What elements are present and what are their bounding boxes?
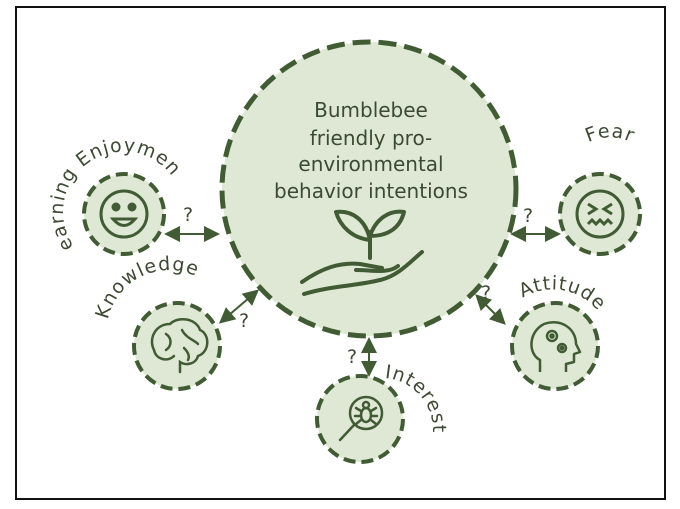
- node-fear: Fear: [558, 120, 642, 256]
- arrow-knowledge: [218, 289, 260, 324]
- question-mark-knowledge: ?: [239, 310, 249, 332]
- question-mark-fear: ?: [523, 205, 533, 227]
- center-line-4: behavior intentions: [274, 179, 468, 203]
- smiley-face-icon: [99, 189, 149, 239]
- node-knowledge: Knowledge: [91, 253, 222, 391]
- center-line-2: friendly pro-: [310, 126, 433, 150]
- question-mark-attitude: ?: [481, 282, 491, 304]
- question-mark-learning-enjoyment: ?: [183, 204, 193, 226]
- relation-arrows: [164, 226, 561, 377]
- brain-icon: [150, 317, 209, 374]
- node-attitude: Attitude: [510, 272, 610, 391]
- label-fear: Fear: [582, 120, 638, 147]
- scared-face-icon: [575, 189, 625, 239]
- arrow-attitude: [475, 294, 506, 325]
- center-line-1: Bumblebee: [314, 98, 428, 122]
- plant-in-hand-icon: [300, 209, 424, 296]
- node-learning-enjoyment: Learning Enjoyment: [0, 0, 185, 256]
- head-with-gears-icon: [530, 321, 582, 372]
- center-line-3: environmental: [298, 152, 443, 176]
- node-interest: Interest: [315, 361, 449, 464]
- question-mark-interest: ?: [347, 346, 357, 368]
- magnifier-bug-icon: [338, 395, 384, 442]
- central-node: Bumblebee friendly pro- environmental be…: [219, 39, 519, 339]
